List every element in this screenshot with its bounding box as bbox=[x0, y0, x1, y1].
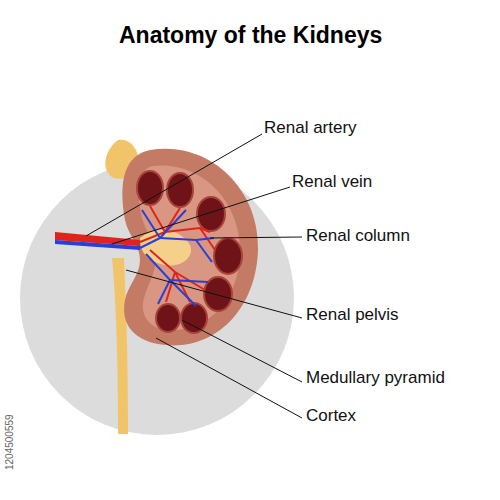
vein-branch bbox=[158, 280, 170, 304]
medullary-pyramid bbox=[181, 303, 207, 333]
vein-branch bbox=[160, 238, 214, 240]
vein-branches bbox=[140, 210, 214, 306]
part-label: Medullary pyramid bbox=[306, 368, 445, 388]
medullary-pyramid bbox=[156, 304, 180, 332]
part-label: Cortex bbox=[306, 406, 356, 426]
medullary-pyramid bbox=[204, 277, 232, 311]
leader-lines bbox=[86, 134, 302, 418]
leader-line bbox=[86, 134, 262, 236]
medullary-pyramid bbox=[137, 171, 163, 205]
leader-line bbox=[156, 338, 302, 418]
leader-line bbox=[210, 237, 302, 238]
medullary-pyramid bbox=[214, 238, 242, 274]
vein-branch bbox=[140, 210, 160, 248]
part-label: Renal vein bbox=[292, 172, 372, 192]
part-label: Renal column bbox=[306, 226, 410, 246]
ureter bbox=[112, 258, 128, 434]
part-label: Renal pelvis bbox=[306, 305, 399, 325]
medullary-pyramid bbox=[197, 197, 225, 231]
vein-branch bbox=[196, 240, 212, 262]
diagram-title: Anatomy of the Kidneys bbox=[119, 22, 382, 49]
stock-id: 1204500559 bbox=[4, 414, 15, 470]
kidney-cortex bbox=[122, 149, 258, 346]
vein-branch bbox=[170, 280, 196, 306]
medullary-pyramid bbox=[167, 173, 193, 207]
leader-line bbox=[112, 187, 290, 244]
renal-pelvis bbox=[140, 230, 191, 266]
renal-vein bbox=[55, 240, 140, 250]
part-label: Renal artery bbox=[264, 118, 357, 138]
background-circle bbox=[20, 161, 294, 435]
leader-line bbox=[126, 270, 302, 318]
leader-line bbox=[182, 320, 302, 382]
